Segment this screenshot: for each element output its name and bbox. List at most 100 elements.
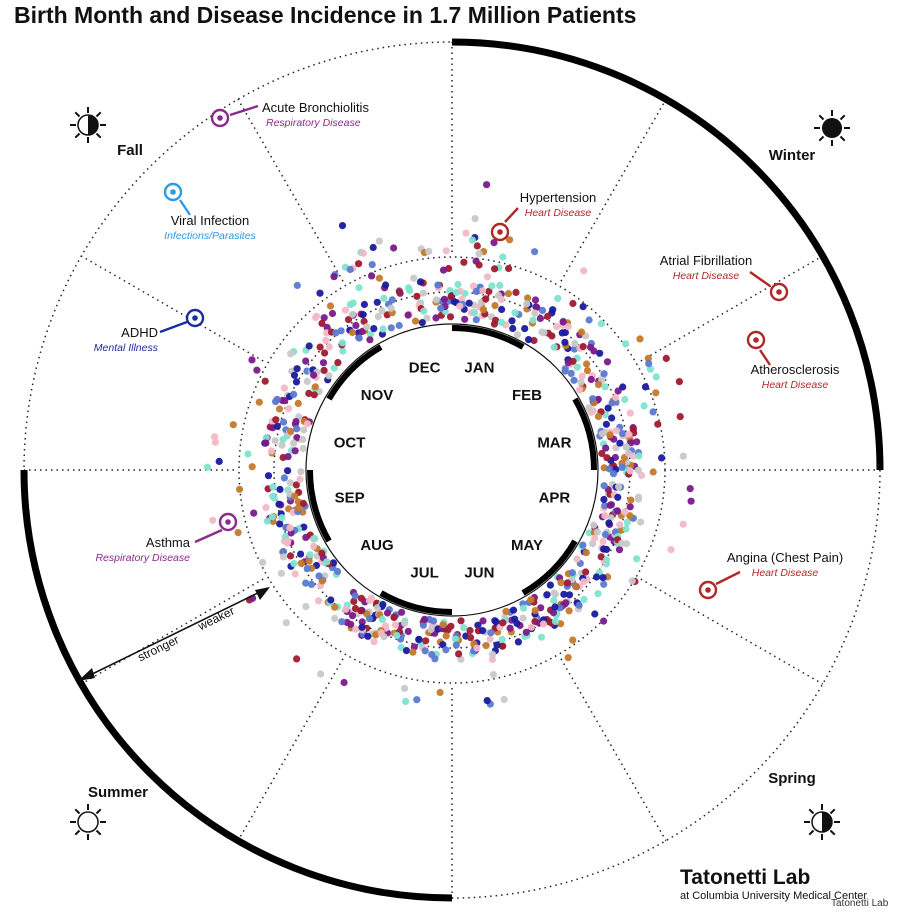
disease-dot bbox=[310, 371, 318, 379]
month-label-aug: AUG bbox=[360, 537, 393, 554]
disease-dot bbox=[294, 504, 302, 512]
disease-dot bbox=[404, 627, 412, 636]
disease-dot bbox=[469, 282, 478, 290]
disease-dot bbox=[379, 601, 387, 609]
disease-dot bbox=[267, 447, 275, 455]
disease-dot bbox=[600, 495, 608, 504]
disease-dot bbox=[561, 367, 569, 375]
disease-dot bbox=[291, 570, 299, 578]
disease-dot bbox=[564, 654, 572, 662]
disease-dot bbox=[509, 606, 518, 614]
disease-dot bbox=[203, 463, 211, 471]
disease-dot bbox=[428, 650, 436, 659]
disease-dot bbox=[603, 358, 612, 366]
disease-dot bbox=[521, 325, 529, 333]
disease-dot bbox=[473, 242, 481, 250]
callout-category: Heart Disease bbox=[673, 270, 740, 282]
disease-dot bbox=[530, 336, 538, 345]
month-arc-5 bbox=[326, 344, 383, 401]
disease-dot bbox=[594, 381, 603, 389]
sun-light-icon bbox=[70, 804, 106, 840]
disease-dot bbox=[370, 325, 378, 333]
disease-dot bbox=[334, 567, 342, 576]
disease-dot bbox=[601, 530, 610, 539]
disease-dot bbox=[502, 607, 510, 616]
month-spoke bbox=[80, 255, 264, 362]
disease-dot bbox=[519, 614, 527, 622]
disease-dot bbox=[453, 288, 461, 297]
disease-dot bbox=[598, 449, 606, 458]
disease-dot bbox=[409, 648, 417, 656]
disease-dot bbox=[499, 619, 507, 627]
strength-arrow bbox=[79, 587, 269, 681]
disease-dot bbox=[350, 597, 358, 606]
disease-dot bbox=[612, 393, 620, 402]
disease-dot bbox=[579, 343, 587, 351]
callout-leader bbox=[759, 349, 771, 366]
disease-dot bbox=[366, 336, 374, 344]
disease-dot bbox=[373, 298, 381, 306]
disease-dot bbox=[568, 569, 576, 577]
month-label-jul: JUL bbox=[410, 564, 438, 581]
disease-dot bbox=[292, 378, 301, 386]
disease-dot bbox=[395, 288, 403, 296]
disease-dot bbox=[432, 296, 440, 304]
disease-dot bbox=[637, 518, 645, 526]
disease-dot bbox=[262, 504, 270, 512]
disease-dot bbox=[605, 465, 613, 473]
disease-dot bbox=[627, 496, 635, 504]
disease-dot bbox=[546, 581, 555, 589]
disease-dot bbox=[600, 617, 608, 625]
lab-affiliation: at Columbia University Medical Center bbox=[680, 890, 868, 902]
disease-dot bbox=[348, 328, 356, 337]
disease-dot bbox=[297, 559, 305, 567]
disease-dot bbox=[261, 377, 269, 385]
disease-dot bbox=[499, 253, 507, 261]
disease-dot bbox=[618, 539, 626, 548]
disease-dot bbox=[616, 521, 624, 529]
disease-dot bbox=[330, 364, 338, 372]
disease-dot bbox=[679, 452, 687, 460]
disease-dot bbox=[331, 614, 339, 623]
disease-dot bbox=[601, 511, 609, 520]
disease-dot bbox=[687, 497, 695, 505]
disease-dot bbox=[235, 485, 244, 493]
callout-angina-chest-pain: Angina (Chest Pain)Heart Disease bbox=[698, 550, 843, 600]
disease-dot bbox=[264, 472, 273, 480]
disease-dot bbox=[248, 463, 256, 471]
disease-dot bbox=[311, 383, 319, 391]
disease-dot bbox=[302, 579, 310, 587]
disease-dot bbox=[609, 470, 618, 478]
disease-dot bbox=[276, 485, 284, 493]
disease-dot bbox=[415, 636, 423, 644]
disease-dot bbox=[351, 592, 359, 600]
disease-dot bbox=[338, 339, 346, 347]
disease-dot bbox=[622, 443, 631, 451]
disease-dot bbox=[383, 609, 392, 617]
disease-dot bbox=[619, 430, 627, 438]
chart-title: Birth Month and Disease Incidence in 1.7… bbox=[14, 2, 637, 28]
disease-dot bbox=[439, 621, 447, 629]
disease-dot bbox=[402, 697, 410, 706]
disease-dot bbox=[404, 311, 412, 319]
disease-dot bbox=[211, 438, 219, 446]
disease-dot bbox=[649, 468, 657, 476]
disease-dot bbox=[467, 634, 475, 642]
disease-dot bbox=[597, 553, 605, 561]
disease-dot bbox=[508, 317, 516, 325]
disease-dot bbox=[580, 595, 588, 604]
disease-dot bbox=[455, 650, 463, 658]
disease-dot bbox=[299, 435, 307, 444]
disease-dot bbox=[420, 307, 428, 315]
disease-dot bbox=[280, 418, 288, 426]
disease-dot bbox=[597, 320, 606, 328]
disease-dot bbox=[506, 236, 514, 244]
month-label-apr: APR bbox=[539, 489, 571, 506]
disease-dot bbox=[479, 627, 487, 635]
disease-dot bbox=[317, 670, 325, 678]
disease-dot bbox=[355, 260, 363, 268]
disease-dot bbox=[452, 641, 460, 649]
disease-dot bbox=[513, 619, 521, 628]
disease-dot bbox=[365, 615, 374, 623]
